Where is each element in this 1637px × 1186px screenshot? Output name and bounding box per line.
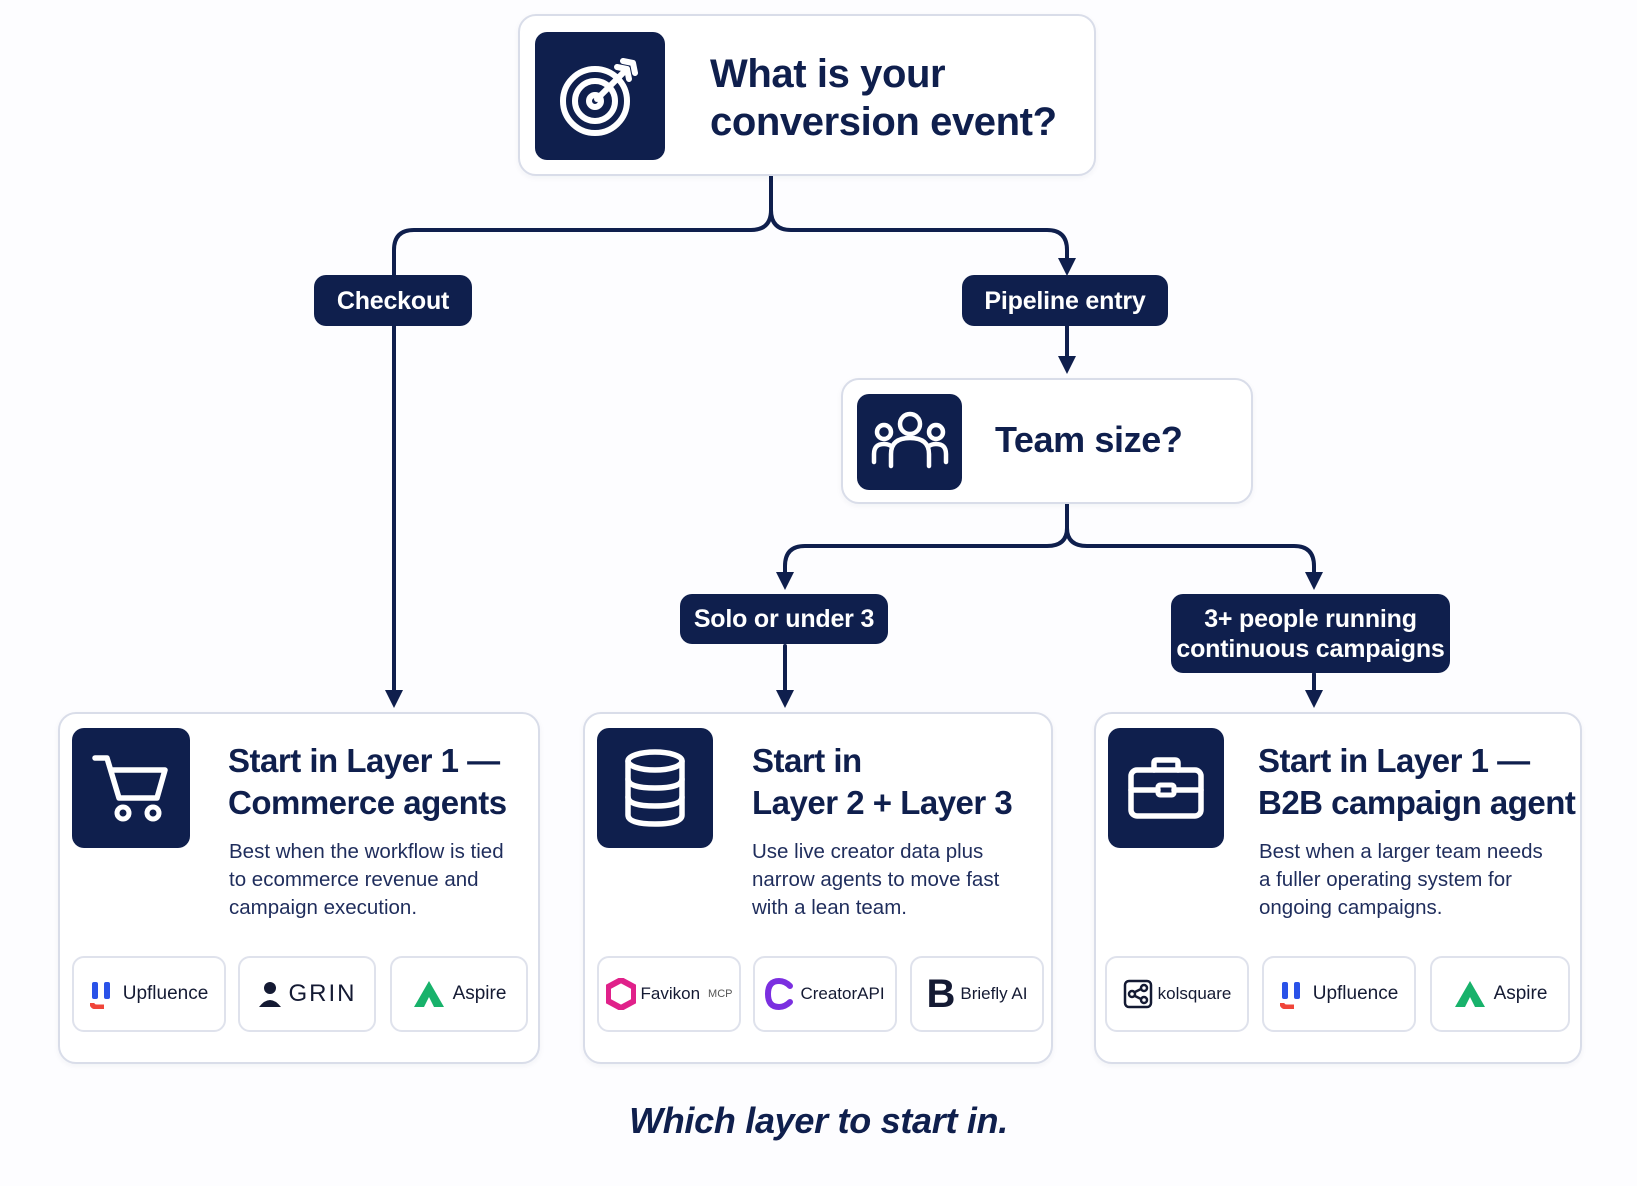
upfluence-mark-icon [1279, 982, 1300, 1009]
result-description: Best when a larger team needs a fuller o… [1259, 838, 1543, 922]
briefcase-icon [1108, 728, 1224, 848]
kolsquare-logo-text: kolsquare [1157, 984, 1232, 1003]
arrowhead-result-2 [776, 690, 794, 708]
aspire-logo-text: Aspire [1493, 983, 1548, 1004]
favikon-hexagon-icon [605, 978, 636, 1010]
favikon-logo-text: Favikon [640, 984, 701, 1003]
result-title-line-1: Start in Layer 1 — [228, 742, 500, 779]
result-description: Use live creator data plus narrow agents… [752, 838, 999, 922]
connector-to-checkout [392, 174, 773, 692]
aspire-mark-icon [413, 981, 444, 1007]
result-title: Start in Layer 1 — B2B campaign agent [1258, 740, 1576, 824]
result-desc-line-2: to ecommerce revenue and [229, 868, 479, 891]
large-team-line-2: continuous campaigns [1176, 634, 1445, 663]
favikon-logo: Favikon MCP [597, 956, 741, 1032]
large-team-branch-label: 3+ people running continuous campaigns [1171, 594, 1450, 673]
arrowhead-result-3 [1305, 690, 1323, 708]
question-line-1: What is your [710, 52, 946, 96]
aspire-logo: Aspire [390, 956, 528, 1032]
upfluence-logo: Upfluence [1262, 956, 1416, 1032]
aspire-logo: Aspire [1430, 956, 1570, 1032]
grin-logo-text: GRIN [288, 980, 357, 1007]
shopping-cart-icon [72, 728, 190, 848]
diagram-caption: Which layer to start in. [629, 1100, 1008, 1141]
result-title: Start in Layer 1 — Commerce agents [228, 740, 507, 824]
team-size-card: Team size? [841, 378, 1253, 504]
team-size-title: Team size? [995, 419, 1183, 460]
result-card-layer2-3: Start in Layer 2 + Layer 3 Use live crea… [583, 712, 1053, 1064]
question-line-2: conversion event? [710, 100, 1057, 144]
result-card-b2b: Start in Layer 1 — B2B campaign agent Be… [1094, 712, 1582, 1064]
result-description: Best when the workflow is tied to ecomme… [229, 838, 504, 922]
connector-to-pipeline [769, 208, 1069, 260]
creatorapi-c-icon [765, 978, 794, 1010]
briefly-b-icon: B [926, 972, 956, 1016]
briefly-logo: B Briefly AI [910, 956, 1044, 1032]
checkout-branch-label: Checkout [314, 275, 472, 326]
creatorapi-logo-text: CreatorAPI [800, 984, 885, 1003]
creatorapi-logo: CreatorAPI [753, 956, 897, 1032]
result-title-line-1: Start in [752, 742, 862, 779]
result-desc-line-1: Use live creator data plus [752, 840, 984, 863]
arrowhead-large [1305, 572, 1323, 590]
result-title-line-2: Commerce agents [228, 784, 507, 821]
arrowhead-solo [776, 572, 794, 590]
briefly-logo-text: Briefly AI [960, 984, 1028, 1003]
result-title-line-2: Layer 2 + Layer 3 [752, 784, 1013, 821]
result-card-commerce: Start in Layer 1 — Commerce agents Best … [58, 712, 540, 1064]
solo-branch-label: Solo or under 3 [680, 594, 888, 644]
result-title: Start in Layer 2 + Layer 3 [752, 740, 1013, 824]
question-title: What is your conversion event? [710, 50, 1057, 146]
arrowhead-team [1058, 356, 1076, 374]
target-arrow-icon [535, 32, 665, 160]
connector-team-large [1065, 526, 1316, 574]
result-desc-line-2: narrow agents to move fast [752, 868, 1000, 891]
kolsquare-logo: kolsquare [1105, 956, 1249, 1032]
upfluence-mark-icon [89, 982, 110, 1009]
aspire-mark-icon [1454, 981, 1485, 1007]
arrowhead-pipeline [1058, 258, 1076, 276]
conversion-event-card: What is your conversion event? [518, 14, 1096, 176]
result-desc-line-3: with a lean team. [752, 896, 907, 919]
large-team-line-1: 3+ people running [1204, 604, 1417, 633]
pipeline-branch-label: Pipeline entry [962, 275, 1168, 326]
upfluence-logo-text: Upfluence [122, 983, 209, 1004]
grin-person-icon [258, 982, 281, 1007]
result-desc-line-1: Best when the workflow is tied [229, 840, 504, 863]
database-icon [597, 728, 713, 848]
grin-logo: GRIN [238, 956, 376, 1032]
result-desc-line-2: a fuller operating system for [1259, 868, 1512, 891]
result-desc-line-1: Best when a larger team needs [1259, 840, 1543, 863]
result-desc-line-3: campaign execution. [229, 896, 418, 919]
team-people-icon [857, 394, 962, 490]
arrowhead-checkout [385, 690, 403, 708]
upfluence-logo-text: Upfluence [1312, 983, 1399, 1004]
kolsquare-share-icon [1123, 979, 1152, 1009]
result-title-line-2: B2B campaign agent [1258, 784, 1576, 821]
result-desc-line-3: ongoing campaigns. [1259, 896, 1443, 919]
connector-team-split [783, 502, 1069, 574]
aspire-logo-text: Aspire [452, 983, 507, 1004]
upfluence-logo: Upfluence [72, 956, 226, 1032]
favikon-mcp-suffix: MCP [708, 988, 733, 1000]
result-title-line-1: Start in Layer 1 — [1258, 742, 1530, 779]
